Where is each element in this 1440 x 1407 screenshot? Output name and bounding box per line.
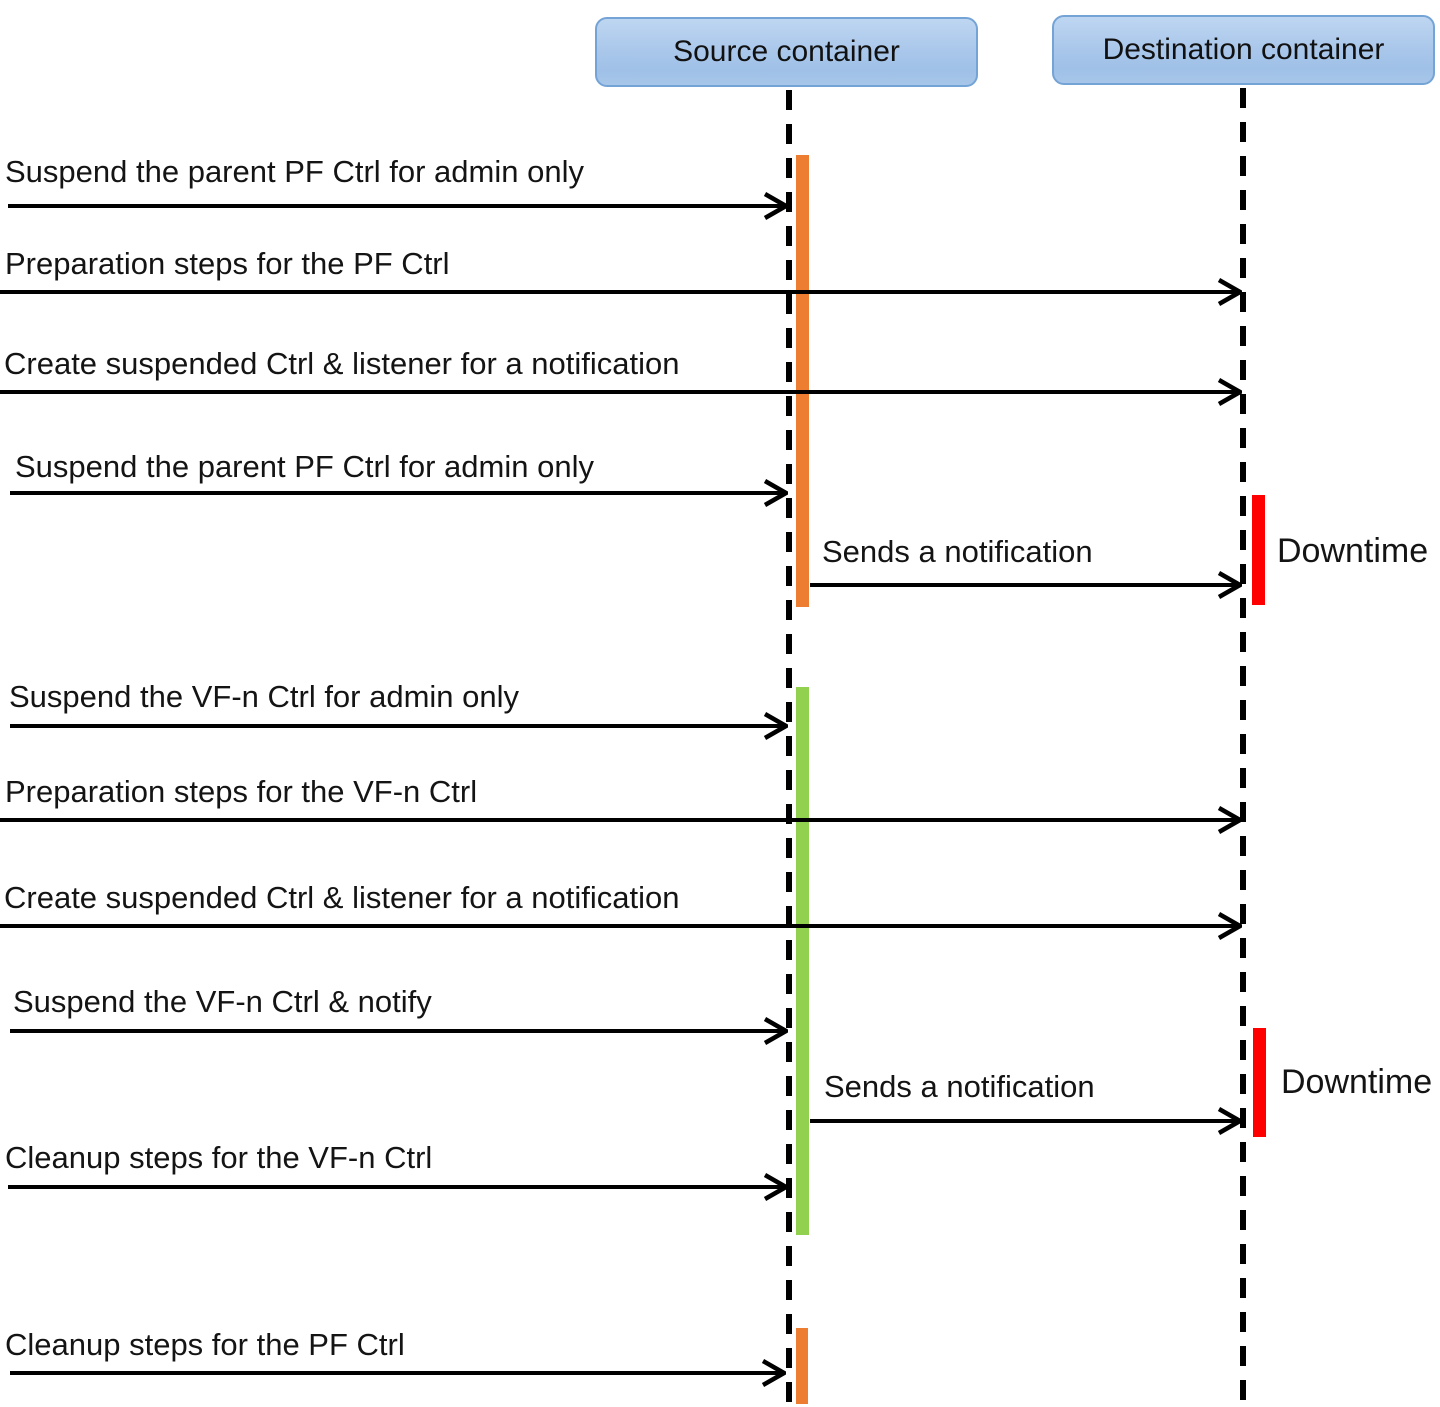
message-label: Cleanup steps for the VF-n Ctrl (5, 1140, 433, 1175)
lifeline-destination (1240, 88, 1246, 1407)
message-line (8, 1185, 784, 1189)
arrowhead-icon (1217, 378, 1242, 406)
message-line (0, 390, 1238, 394)
message-label: Sends a notification (822, 534, 1093, 569)
message-label: Sends a notification (824, 1069, 1095, 1104)
arrowhead-icon (763, 1017, 788, 1045)
arrowhead-icon (1217, 1107, 1242, 1135)
downtime-bar-2 (1253, 1028, 1266, 1137)
actor-label-source: Source container (673, 35, 900, 68)
message-label: Cleanup steps for the PF Ctrl (5, 1327, 405, 1362)
downtime-bar-1 (1252, 495, 1265, 605)
message-label: Suspend the parent PF Ctrl for admin onl… (5, 154, 584, 189)
message-line (810, 583, 1238, 587)
arrowhead-icon (763, 479, 788, 507)
message-line (0, 924, 1238, 928)
actor-box-destination: Destination container (1052, 15, 1435, 85)
message-line (810, 1119, 1238, 1123)
message-line (10, 1371, 782, 1375)
actor-label-destination: Destination container (1102, 33, 1385, 66)
arrowhead-icon (763, 1173, 788, 1201)
message-label: Suspend the VF-n Ctrl & notify (13, 984, 432, 1019)
activation-bar-pf-cleanup (796, 1328, 808, 1404)
actor-box-source: Source container (595, 17, 978, 87)
arrowhead-icon (1217, 806, 1242, 834)
arrowhead-icon (761, 1359, 786, 1387)
message-line (0, 290, 1238, 294)
message-line (10, 1029, 784, 1033)
lifeline-source (786, 90, 792, 1407)
arrowhead-icon (763, 192, 788, 220)
activation-bar-vf-n-ctrl (796, 687, 809, 1235)
downtime-label-1: Downtime (1277, 532, 1429, 570)
message-label: Suspend the parent PF Ctrl for admin onl… (15, 449, 594, 484)
message-line (10, 491, 784, 495)
arrowhead-icon (1217, 912, 1242, 940)
downtime-label-2: Downtime (1281, 1063, 1433, 1101)
message-label: Suspend the VF-n Ctrl for admin only (9, 679, 520, 714)
message-line (0, 818, 1238, 822)
message-label: Preparation steps for the VF-n Ctrl (5, 774, 478, 809)
activation-bar-pf-ctrl (796, 155, 809, 607)
message-line (8, 204, 784, 208)
message-label: Preparation steps for the PF Ctrl (5, 246, 450, 281)
message-line (10, 724, 784, 728)
message-label: Create suspended Ctrl & listener for a n… (4, 346, 680, 381)
arrowhead-icon (1217, 571, 1242, 599)
arrowhead-icon (1217, 278, 1242, 306)
arrowhead-icon (763, 712, 788, 740)
message-label: Create suspended Ctrl & listener for a n… (4, 880, 680, 915)
